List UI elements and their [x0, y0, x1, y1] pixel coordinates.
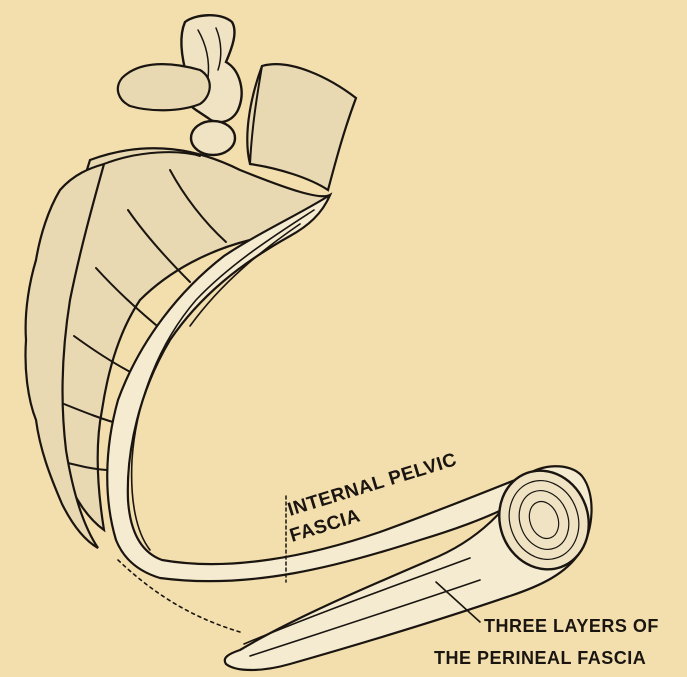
lumbar-vertebra [118, 15, 242, 155]
internal-pelvic-label-line1: INTERNAL PELVIC [285, 449, 459, 520]
perineal-label-line1: THREE LAYERS OF [484, 616, 659, 636]
sacrum [247, 64, 356, 190]
perineal-label-line2: THE PERINEAL FASCIA [434, 648, 646, 668]
